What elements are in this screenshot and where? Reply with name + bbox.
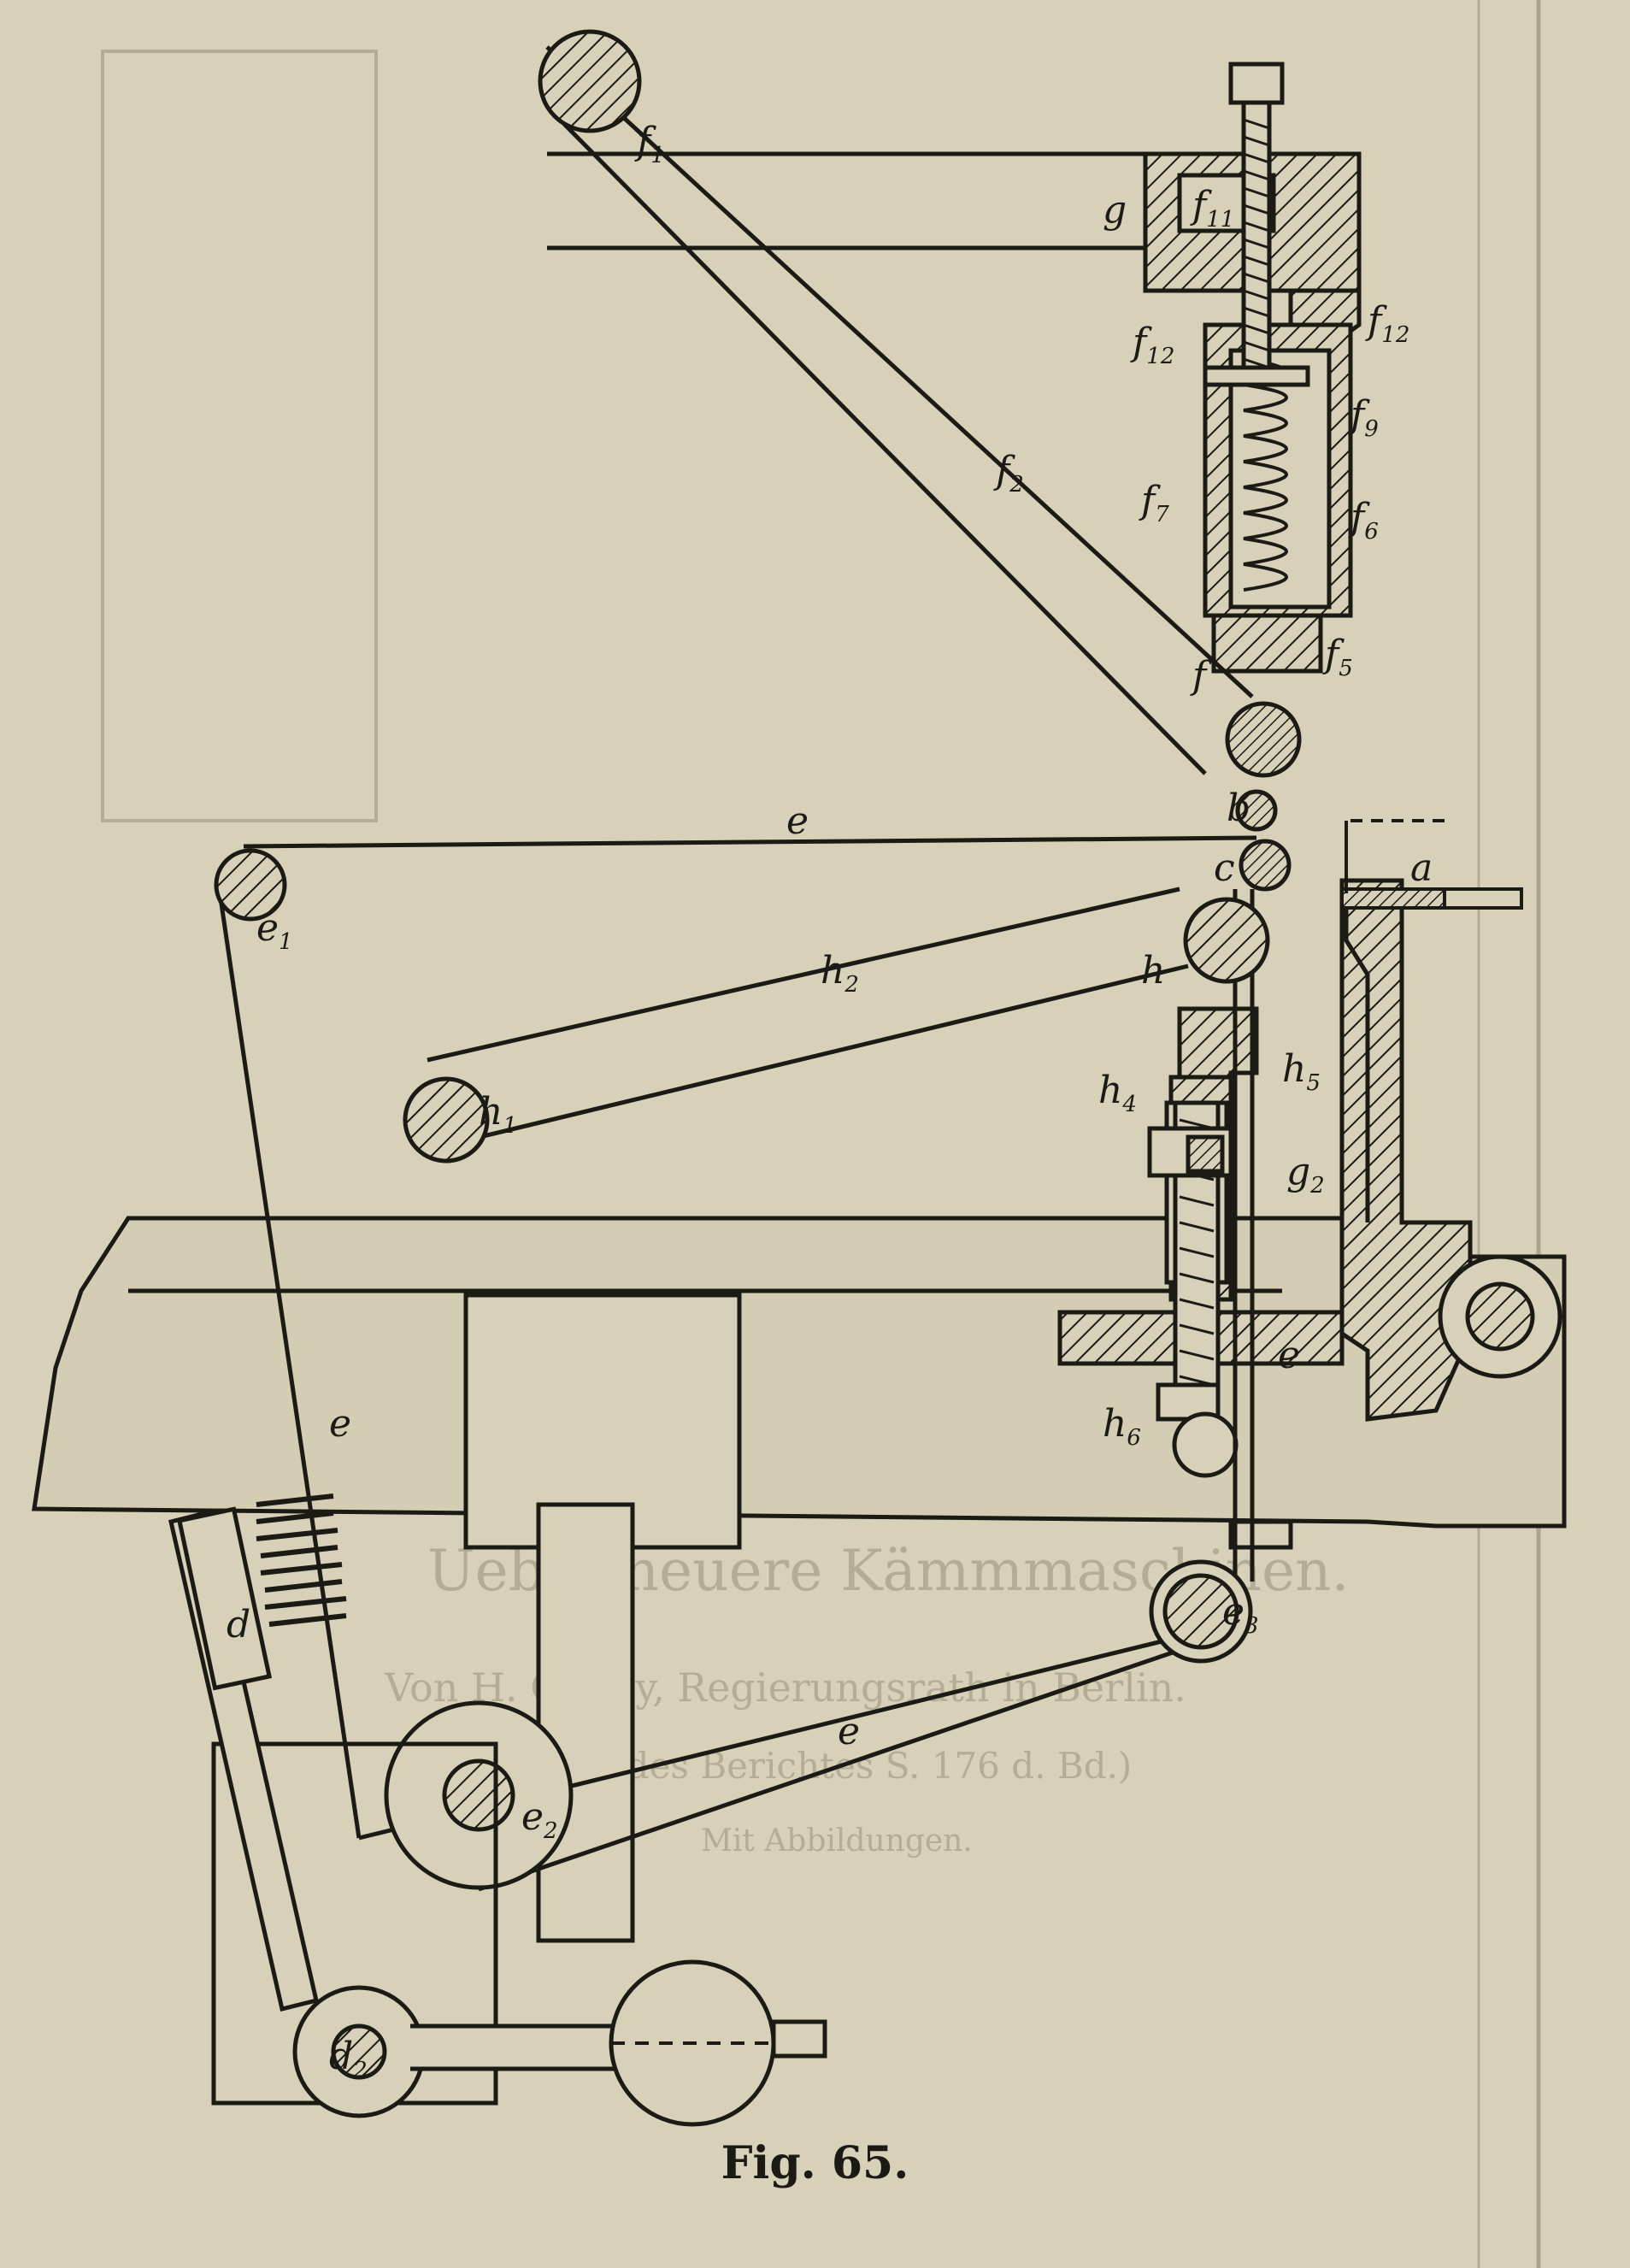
label-subscript: 6 xyxy=(1127,1425,1141,1451)
label-e3: e3 xyxy=(1222,1590,1259,1639)
label-subscript: 5 xyxy=(1339,656,1353,681)
label-letter: h xyxy=(479,1090,503,1134)
label-subscript: 5 xyxy=(1306,1070,1321,1096)
label-letter: h xyxy=(1141,949,1165,993)
label-c: c xyxy=(1214,846,1235,890)
label-letter: e xyxy=(521,1795,544,1839)
background-author: Von H. Glafey, Regierungsrath in Berlin. xyxy=(384,1664,1186,1711)
label-e-bottom: e xyxy=(838,1710,860,1753)
label-letter: h xyxy=(1098,1069,1122,1112)
label-letter: h xyxy=(1103,1402,1127,1446)
label-g2: g2 xyxy=(1286,1150,1325,1199)
label-b: b xyxy=(1227,786,1250,830)
rollers xyxy=(214,29,1302,1890)
label-f1: f1 xyxy=(634,120,665,168)
label-letter: e xyxy=(1278,1334,1300,1377)
label-subscript: 3 xyxy=(1245,1613,1259,1639)
label-d: d xyxy=(227,1603,250,1647)
label-subscript: 2 xyxy=(844,972,859,998)
label-letter: e xyxy=(329,1402,351,1446)
label-h2: h2 xyxy=(821,949,859,998)
label-f9: f9 xyxy=(1348,393,1379,442)
label-h5: h5 xyxy=(1282,1047,1321,1096)
label-e2: e2 xyxy=(521,1795,558,1844)
label-f6: f6 xyxy=(1348,496,1379,545)
label-subscript: 2 xyxy=(543,1818,558,1844)
label-letter: h xyxy=(1282,1047,1306,1091)
label-subscript: 2 xyxy=(352,2058,368,2083)
label-letter: e xyxy=(1222,1590,1245,1634)
label-letter: g xyxy=(1286,1150,1310,1193)
label-f12-left: f12 xyxy=(1130,321,1174,369)
clamp-block xyxy=(1147,1006,1259,1478)
label-subscript: 1 xyxy=(503,1113,517,1139)
bands xyxy=(215,45,1257,1892)
label-letter: h xyxy=(821,949,844,993)
spring-housing xyxy=(1203,62,1353,674)
label-letter: e xyxy=(786,799,809,843)
label-f5: f5 xyxy=(1322,633,1353,681)
label-letter: f xyxy=(1190,654,1212,698)
label-h1: h1 xyxy=(479,1090,517,1139)
label-subscript: 2 xyxy=(1009,472,1024,498)
label-e-top: e xyxy=(786,799,809,843)
brush-assembly xyxy=(168,1493,827,2127)
label-f2: f2 xyxy=(993,449,1024,498)
label-subscript: 9 xyxy=(1364,416,1379,442)
label-f7: f7 xyxy=(1139,479,1169,527)
label-letter: d xyxy=(227,1603,250,1647)
label-subscript: 12 xyxy=(1381,322,1409,348)
label-h6: h6 xyxy=(1103,1402,1141,1451)
part-a-plate xyxy=(1340,819,1523,910)
figure-caption: Fig. 65. xyxy=(721,2137,909,2189)
label-subscript: 6 xyxy=(1364,519,1379,545)
label-f: f xyxy=(1190,654,1212,698)
label-d2: d2 xyxy=(329,2035,368,2083)
label-e1: e1 xyxy=(256,906,293,955)
label-g: g xyxy=(1103,188,1127,232)
label-subscript: 1 xyxy=(279,929,293,955)
label-h: h xyxy=(1141,949,1165,993)
label-letter: c xyxy=(1214,846,1235,890)
label-a: a xyxy=(1410,846,1433,890)
label-subscript: 4 xyxy=(1121,1092,1137,1117)
label-e-right: e xyxy=(1278,1334,1300,1377)
label-letter: b xyxy=(1227,786,1250,830)
label-letter: d xyxy=(329,2035,353,2078)
label-letter: e xyxy=(838,1710,860,1753)
label-h4: h4 xyxy=(1098,1069,1137,1117)
background-illustrations: Mit Abbildungen. xyxy=(701,1823,973,1859)
label-letter: g xyxy=(1103,188,1127,232)
label-subscript: 7 xyxy=(1155,502,1169,527)
label-letter: e xyxy=(256,906,279,950)
label-f12-right: f12 xyxy=(1365,299,1409,348)
label-subscript: 1 xyxy=(650,143,665,168)
label-letter: a xyxy=(1410,846,1433,890)
label-subscript: 12 xyxy=(1146,344,1174,369)
label-subscript: 11 xyxy=(1206,207,1234,233)
label-e-left: e xyxy=(329,1402,351,1446)
label-subscript: 2 xyxy=(1309,1173,1325,1199)
